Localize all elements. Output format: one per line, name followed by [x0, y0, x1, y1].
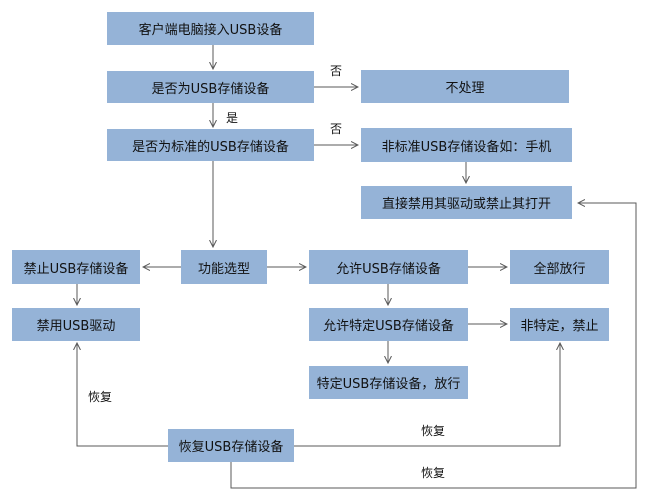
node-forbid-storage: 禁止USB存储设备: [12, 250, 140, 284]
node-disable-driver: 禁用USB驱动: [12, 308, 140, 341]
node-allow-specific: 允许特定USB存储设备: [309, 308, 468, 341]
node-is-standard-storage: 是否为标准的USB存储设备: [107, 129, 314, 161]
node-non-specific-forbid: 非特定，禁止: [510, 308, 609, 341]
node-disable-driver-or-block: 直接禁用其驱动或禁止其打开: [361, 186, 572, 219]
node-nonstandard-phone: 非标准USB存储设备如：手机: [361, 128, 572, 162]
node-allow-storage: 允许USB存储设备: [309, 250, 468, 284]
node-is-usb-storage: 是否为USB存储设备: [107, 71, 314, 103]
node-client-connect: 客户端电脑接入USB设备: [107, 12, 314, 45]
label-no-2: 否: [330, 122, 343, 136]
node-function-select: 功能选型: [181, 250, 267, 284]
node-restore-storage: 恢复USB存储设备: [168, 429, 294, 462]
node-no-process: 不处理: [361, 70, 569, 103]
label-restore-bottom: 恢复: [421, 466, 446, 480]
arrow-restore-to-disabledriver: [77, 343, 168, 447]
node-allow-all: 全部放行: [510, 250, 609, 284]
arrow-restore-to-nonspecific: [294, 343, 560, 447]
arrow-restore-to-directdisable: [230, 203, 637, 489]
label-no-1: 否: [330, 64, 343, 78]
label-yes-1: 是: [226, 111, 239, 125]
label-restore-mid: 恢复: [421, 424, 446, 438]
node-specific-allow: 特定USB存储设备，放行: [309, 366, 468, 399]
label-restore-left: 恢复: [88, 390, 113, 404]
